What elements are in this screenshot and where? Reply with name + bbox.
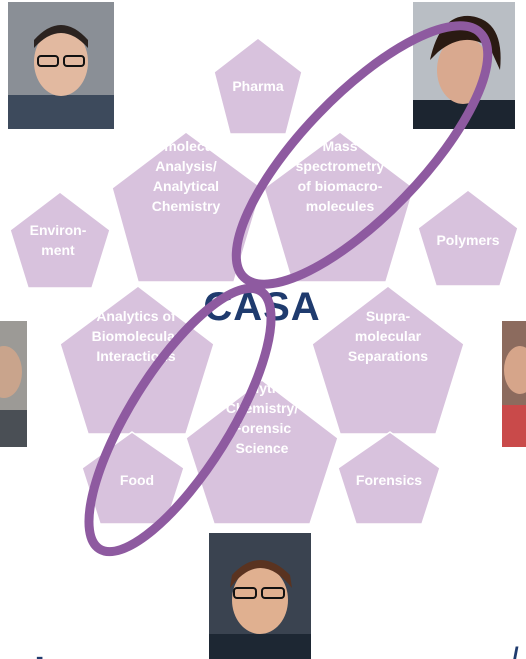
pentagon-layer: PharmaBiomolecularAnalysis/AnalyticalChe… <box>9 37 519 525</box>
node-label-polymers-0: Polymers <box>436 232 499 248</box>
pentagon-supramolecular-separations <box>311 285 465 435</box>
node-label-mass-spectrometry-0: Mass <box>322 138 357 154</box>
photo-bottom-center <box>209 533 311 659</box>
photo-top-left <box>8 2 114 129</box>
node-label-biomolecular-interactions-1: Biomolecular <box>92 328 181 344</box>
partial-glyph-left: - <box>36 644 43 659</box>
node-label-food-0: Food <box>120 472 154 488</box>
node-label-environment-0: Environ- <box>30 222 87 238</box>
node-pharma: Pharma <box>213 37 303 135</box>
node-label-forensic-science-3: Science <box>236 440 289 456</box>
pentagon-environment <box>9 191 111 289</box>
pentagon-mass-spectrometry <box>263 131 415 283</box>
photo-top-right <box>413 2 515 129</box>
ring-bottom-left <box>84 283 276 557</box>
node-label-biomolecular-analysis-0: Biomolecular <box>142 138 231 154</box>
node-label-forensics-0: Forensics <box>356 472 422 488</box>
node-label-environment-1: ment <box>41 242 75 258</box>
node-environment: Environ-ment <box>9 191 111 289</box>
node-label-forensic-science-2: Forensic <box>233 420 292 436</box>
pentagon-forensics <box>337 431 441 525</box>
node-label-forensic-science-0: Analytical <box>229 380 295 396</box>
node-label-supramolecular-separations-0: Supra- <box>366 308 411 324</box>
photo-right-edge <box>502 321 526 447</box>
ring-top-right <box>231 21 493 289</box>
node-label-mass-spectrometry-3: molecules <box>306 198 375 214</box>
node-mass-spectrometry: Mass spectrometry of biomacro-molecules <box>263 131 415 283</box>
pentagon-polymers <box>417 189 519 287</box>
pentagon-pharma <box>213 37 303 135</box>
ring-ellipses <box>84 21 493 557</box>
node-label-supramolecular-separations-2: Separations <box>348 348 428 364</box>
pentagon-biomolecular-interactions <box>59 285 215 435</box>
node-label-pharma-0: Pharma <box>232 78 284 94</box>
node-polymers: Polymers <box>417 189 519 287</box>
node-label-biomolecular-interactions-0: Analytics of <box>96 308 176 324</box>
node-forensics: Forensics <box>337 431 441 525</box>
node-label-mass-spectrometry-2: of biomacro- <box>298 178 383 194</box>
node-label-supramolecular-separations-1: molecular <box>355 328 422 344</box>
pentagon-biomolecular-analysis <box>111 131 263 283</box>
node-label-biomolecular-analysis-3: Chemistry <box>152 198 221 214</box>
photo-left-edge <box>0 321 27 447</box>
node-label-mass-spectrometry-1: spectrometry <box>296 158 385 174</box>
node-label-biomolecular-analysis-1: Analysis/ <box>155 158 217 174</box>
partial-glyph-right: / <box>512 643 519 659</box>
node-label-biomolecular-analysis-2: Analytical <box>153 178 219 194</box>
